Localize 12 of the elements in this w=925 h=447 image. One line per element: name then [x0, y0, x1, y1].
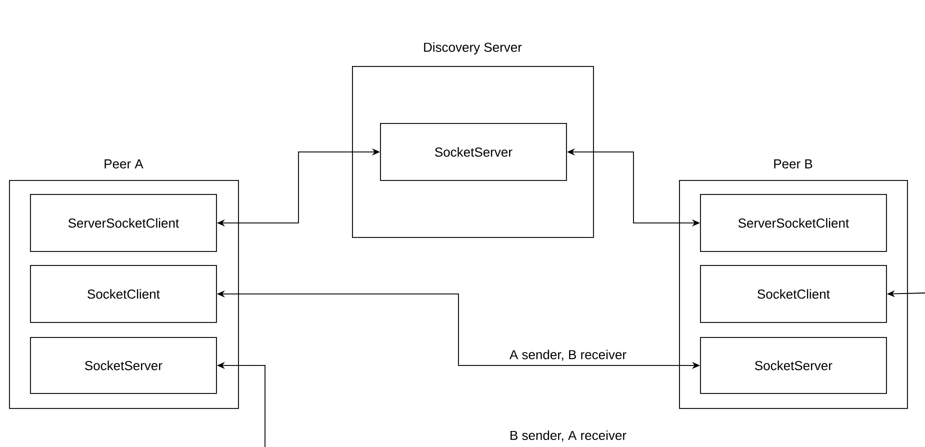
component-box: ServerSocketClient — [700, 194, 887, 252]
component-box: SocketServer — [700, 337, 887, 394]
component-box: SocketServer — [30, 337, 217, 394]
note-label: B sender, A receiver — [510, 430, 626, 442]
component-box: SocketClient — [700, 265, 887, 323]
component-box: SocketServer — [380, 123, 567, 181]
component-box: SocketClient — [30, 265, 217, 323]
heading: Discovery Server — [424, 42, 522, 54]
component-box: ServerSocketClient — [30, 194, 217, 252]
heading: Peer B — [774, 159, 812, 168]
heading: Peer A — [104, 159, 144, 168]
edge-label: A sender, B receiver — [508, 348, 628, 362]
